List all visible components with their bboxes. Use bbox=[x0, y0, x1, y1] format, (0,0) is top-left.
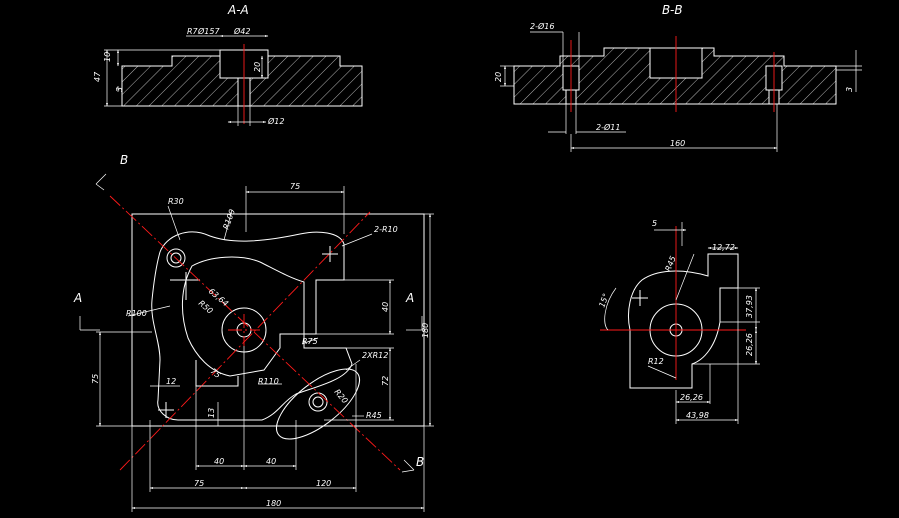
svg-text:2-Ø16: 2-Ø16 bbox=[530, 21, 554, 31]
section-aa-title: A-A bbox=[227, 3, 249, 17]
svg-text:2-Ø11: 2-Ø11 bbox=[596, 122, 620, 132]
svg-text:75: 75 bbox=[209, 367, 223, 380]
svg-text:2-R10: 2-R10 bbox=[374, 225, 398, 234]
svg-text:R7: R7 bbox=[187, 27, 199, 36]
svg-text:26,26: 26,26 bbox=[745, 333, 754, 356]
plan-oval-slot bbox=[276, 368, 360, 440]
section-bb-title: B-B bbox=[662, 3, 683, 17]
svg-text:180: 180 bbox=[421, 323, 430, 338]
view-marker-a-right: A bbox=[405, 291, 414, 305]
svg-text:47: 47 bbox=[93, 71, 102, 82]
svg-text:5: 5 bbox=[652, 219, 657, 228]
svg-text:75: 75 bbox=[290, 182, 300, 191]
svg-text:75: 75 bbox=[194, 479, 204, 488]
svg-text:12,72: 12,72 bbox=[712, 243, 735, 252]
svg-text:13: 13 bbox=[207, 408, 216, 418]
svg-text:72: 72 bbox=[381, 376, 390, 386]
svg-text:3: 3 bbox=[115, 87, 124, 92]
svg-text:37,93: 37,93 bbox=[745, 295, 754, 318]
view-marker-b-bottom: B bbox=[416, 455, 424, 469]
svg-text:12: 12 bbox=[166, 377, 176, 386]
svg-text:15°: 15° bbox=[597, 292, 610, 308]
plan-diagonal-centerline bbox=[109, 195, 401, 471]
section-b-b: B-B 2-Ø16 2-Ø11 160 20 3 bbox=[494, 3, 862, 152]
svg-text:3: 3 bbox=[845, 87, 854, 92]
plan-hole-b bbox=[308, 392, 328, 412]
plan-inner-boss bbox=[181, 256, 305, 377]
svg-text:Ø157: Ø157 bbox=[197, 26, 220, 36]
svg-text:R100: R100 bbox=[221, 208, 237, 231]
detail-contour bbox=[628, 253, 739, 389]
svg-text:2XR12: 2XR12 bbox=[362, 351, 388, 360]
section-a-a: A-A 47 10 3 R7 Ø157 Ø42 20 Ø12 bbox=[93, 3, 363, 126]
detail-view: 5 12,72 R45 15° 37,93 26,26 R12 26,26 43… bbox=[597, 219, 760, 424]
plan-view: B B A A 75 R30 R100 2-R10 R100 63,64 R50… bbox=[73, 153, 434, 512]
svg-text:R12: R12 bbox=[648, 357, 664, 366]
svg-text:160: 160 bbox=[670, 139, 685, 148]
svg-text:43,98: 43,98 bbox=[686, 411, 709, 420]
svg-text:Ø12: Ø12 bbox=[267, 116, 284, 126]
svg-text:R45: R45 bbox=[366, 411, 382, 420]
plan-pocket-contour bbox=[151, 231, 353, 421]
svg-text:75: 75 bbox=[91, 374, 100, 384]
plan-hole-a bbox=[166, 248, 186, 268]
svg-text:40: 40 bbox=[266, 457, 276, 466]
view-marker-a-left: A bbox=[73, 291, 82, 305]
plan-outer-square bbox=[131, 213, 425, 427]
svg-text:Ø42: Ø42 bbox=[233, 26, 250, 36]
svg-text:120: 120 bbox=[316, 479, 331, 488]
svg-text:20: 20 bbox=[253, 62, 262, 72]
svg-text:R110: R110 bbox=[258, 377, 279, 386]
svg-text:R30: R30 bbox=[168, 197, 184, 206]
svg-text:10: 10 bbox=[103, 52, 112, 62]
svg-text:R75: R75 bbox=[302, 337, 318, 346]
view-marker-b-top: B bbox=[120, 153, 128, 167]
svg-text:40: 40 bbox=[214, 457, 224, 466]
svg-text:R20: R20 bbox=[332, 388, 349, 406]
plan-cross-mark bbox=[170, 272, 200, 300]
svg-text:40: 40 bbox=[381, 302, 390, 312]
svg-text:R50: R50 bbox=[197, 299, 215, 316]
svg-text:26,26: 26,26 bbox=[680, 393, 703, 402]
svg-text:R100: R100 bbox=[126, 309, 147, 318]
svg-text:20: 20 bbox=[494, 72, 503, 82]
svg-text:180: 180 bbox=[266, 499, 281, 508]
